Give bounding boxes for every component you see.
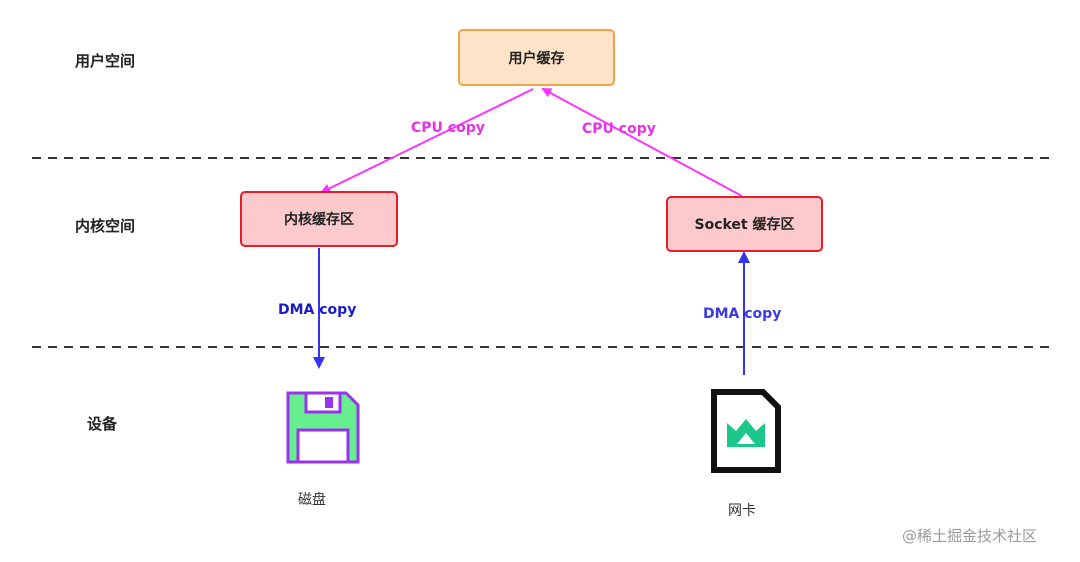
network-card-icon xyxy=(711,389,781,473)
caption-disk: 磁盘 xyxy=(298,492,326,508)
caption-nic: 网卡 xyxy=(728,503,756,519)
floppy-disk-icon xyxy=(286,391,360,464)
arrow-cpu-copy-left xyxy=(320,88,534,193)
zone-label-devices: 设备 xyxy=(87,415,118,433)
arrow-cpu-copy-right xyxy=(541,88,743,197)
watermark: @稀土掘金技术社区 xyxy=(902,527,1038,545)
node-kernel-buffer: 内核缓存区 xyxy=(240,191,398,247)
label-dma-copy-left: DMA copy xyxy=(278,302,357,318)
label-cpu-copy-left: CPU copy xyxy=(411,120,485,136)
label-dma-copy-right: DMA copy xyxy=(703,306,782,322)
label-cpu-copy-right: CPU copy xyxy=(582,121,656,137)
zone-label-kernel-space: 内核空间 xyxy=(75,217,136,235)
zone-label-user-space: 用户空间 xyxy=(75,52,136,70)
node-user-buffer: 用户缓存 xyxy=(458,29,615,86)
node-socket-buffer: Socket 缓存区 xyxy=(666,196,823,252)
